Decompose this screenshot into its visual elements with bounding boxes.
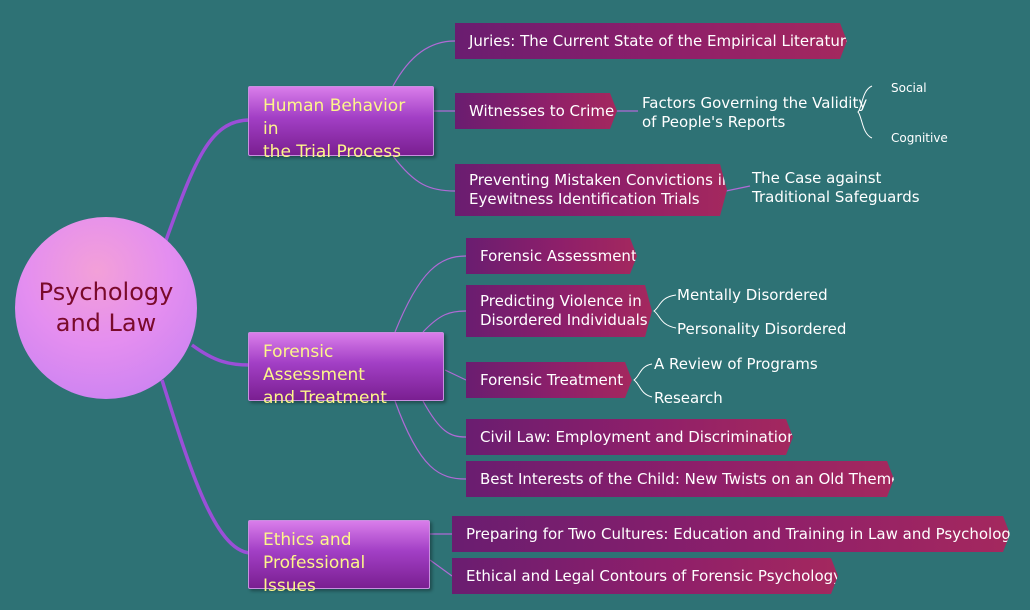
link-b2-predicting — [422, 310, 467, 333]
topic-label: Civil Law: Employment and Discrimination — [480, 427, 797, 446]
topic-line-2: Disordered Individuals — [480, 311, 648, 329]
topic-civil-law[interactable]: Civil Law: Employment and Discrimination — [466, 419, 793, 455]
topic-forensic-treatment[interactable]: Forensic Treatment — [466, 362, 632, 398]
brace-factors — [857, 85, 873, 139]
topic-label: Juries: The Current State of the Empiric… — [469, 31, 855, 50]
central-topic[interactable]: Psychology and Law — [15, 217, 197, 399]
topic-predicting-violence[interactable]: Predicting Violence in Disordered Indivi… — [466, 285, 652, 337]
branch-line-1: Forensic Assessment — [263, 342, 365, 385]
branch-line-2: the Trial Process — [263, 142, 401, 162]
link-b1-preventing — [392, 155, 456, 192]
topic-juries[interactable]: Juries: The Current State of the Empiric… — [455, 23, 847, 59]
topic-line-1: Predicting Violence in — [480, 292, 642, 310]
leaf-personality-disordered[interactable]: Personality Disordered — [677, 320, 847, 338]
brace-predicting — [653, 294, 677, 329]
link-b3-ethical — [429, 559, 453, 577]
subtopic-line-1: Factors Governing the Validity — [642, 94, 868, 112]
branch-line-1: Human Behavior in — [263, 96, 406, 139]
link-b2-assessment — [394, 255, 467, 333]
link-center-branch-2 — [190, 343, 251, 367]
topic-label: Forensic Treatment — [480, 370, 624, 389]
brace-treatment — [633, 363, 653, 398]
branch-human-behavior[interactable]: Human Behavior in the Trial Process — [248, 86, 434, 162]
link-b1-juries — [392, 40, 456, 87]
leaf-mentally-disordered[interactable]: Mentally Disordered — [677, 286, 828, 304]
branch-ethics[interactable]: Ethics and Professional Issues — [248, 520, 430, 596]
topic-label: Preparing for Two Cultures: Education an… — [466, 524, 1020, 543]
link-b2-civil — [422, 400, 467, 438]
topic-preparing-two-cultures[interactable]: Preparing for Two Cultures: Education an… — [452, 516, 1010, 552]
leaf-social[interactable]: Social — [891, 81, 927, 95]
central-topic-line-2: and Law — [55, 309, 157, 337]
leaf-cognitive[interactable]: Cognitive — [891, 131, 948, 145]
topic-line-2: Eyewitness Identification Trials — [469, 190, 700, 208]
topic-label: Forensic Assessment — [480, 246, 637, 265]
link-b2-treatment — [444, 369, 467, 381]
subtopic-case-against-safeguards[interactable]: The Case against Traditional Safeguards — [752, 169, 920, 207]
topic-line-1: Preventing Mistaken Convictions in — [469, 171, 732, 189]
branch-line-2: Professional Issues — [263, 553, 366, 596]
branch-line-1: Ethics and — [263, 530, 352, 550]
leaf-research[interactable]: Research — [654, 389, 723, 407]
link-center-branch-1 — [163, 118, 251, 244]
branch-forensic-assessment[interactable]: Forensic Assessment and Treatment — [248, 332, 444, 408]
central-topic-line-1: Psychology — [38, 278, 174, 306]
subtopic-factors-validity[interactable]: Factors Governing the Validity of People… — [642, 94, 867, 132]
leaf-review-of-programs[interactable]: A Review of Programs — [654, 355, 818, 373]
branch-line-2: and Treatment — [263, 388, 387, 408]
link-b2-best — [394, 400, 467, 480]
link-center-branch-3 — [160, 379, 251, 555]
topic-label: Witnesses to Crime — [469, 101, 615, 120]
subtopic-line-2: Traditional Safeguards — [752, 188, 920, 206]
topic-label: Best Interests of the Child: New Twists … — [480, 469, 901, 488]
topic-best-interests-child[interactable]: Best Interests of the Child: New Twists … — [466, 461, 894, 497]
subtopic-line-1: The Case against — [752, 169, 882, 187]
link-preventing-case — [725, 185, 751, 192]
topic-label: Ethical and Legal Contours of Forensic P… — [466, 566, 843, 585]
subtopic-line-2: of People's Reports — [642, 113, 786, 131]
topic-forensic-assessment[interactable]: Forensic Assessment — [466, 238, 637, 274]
topic-ethical-legal-contours[interactable]: Ethical and Legal Contours of Forensic P… — [452, 558, 838, 594]
topic-preventing-mistaken-convictions[interactable]: Preventing Mistaken Convictions in Eyewi… — [455, 164, 727, 216]
topic-witnesses-to-crime[interactable]: Witnesses to Crime — [455, 93, 617, 129]
